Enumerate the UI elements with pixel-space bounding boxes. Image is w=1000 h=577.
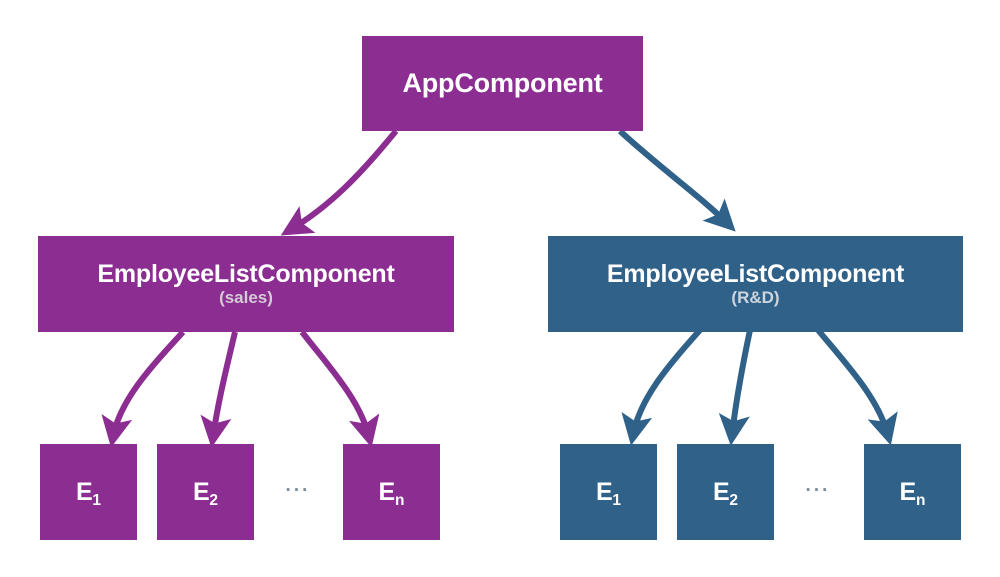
node-app-component-label: AppComponent	[402, 68, 603, 99]
ellipsis-sales: ···	[285, 479, 311, 501]
node-employee-sales-1-label: E1	[75, 477, 102, 509]
node-employee-sales-n-label: En	[378, 477, 405, 509]
node-employee-list-rnd-sublabel: (R&D)	[731, 287, 780, 307]
node-employee-rnd-n-label: En	[899, 477, 926, 509]
edge-rnd-to-e1	[621, 328, 703, 446]
edge-rnd-to-e2	[718, 329, 753, 446]
edge-sales-to-e2	[200, 331, 238, 448]
node-app-component[interactable]: AppComponent	[362, 36, 643, 131]
node-employee-list-rnd-label: EmployeeListComponent	[606, 259, 905, 288]
node-employee-list-sales-label: EmployeeListComponent	[97, 259, 395, 288]
edge-app-to-sales	[280, 129, 399, 236]
node-employee-rnd-n[interactable]: En	[864, 444, 961, 540]
node-employee-rnd-1[interactable]: E1	[560, 444, 657, 540]
node-employee-sales-n[interactable]: En	[343, 444, 440, 540]
node-employee-rnd-2[interactable]: E2	[677, 444, 774, 540]
node-employee-sales-1[interactable]: E1	[40, 444, 137, 540]
ellipsis-rnd: ···	[805, 479, 831, 501]
edge-rnd-to-en	[815, 328, 898, 446]
edge-app-to-rnd	[617, 128, 736, 232]
node-employee-list-component-sales[interactable]: EmployeeListComponent (sales)	[38, 236, 454, 332]
node-employee-sales-2[interactable]: E2	[157, 444, 254, 540]
node-employee-rnd-1-label: E1	[595, 477, 622, 509]
node-employee-sales-2-label: E2	[192, 477, 219, 509]
node-employee-rnd-2-label: E2	[712, 477, 739, 509]
node-employee-list-sales-sublabel: (sales)	[219, 287, 273, 307]
edge-sales-to-e1	[101, 329, 186, 448]
edge-sales-to-en	[299, 330, 380, 448]
node-employee-list-component-rnd[interactable]: EmployeeListComponent (R&D)	[548, 236, 963, 332]
